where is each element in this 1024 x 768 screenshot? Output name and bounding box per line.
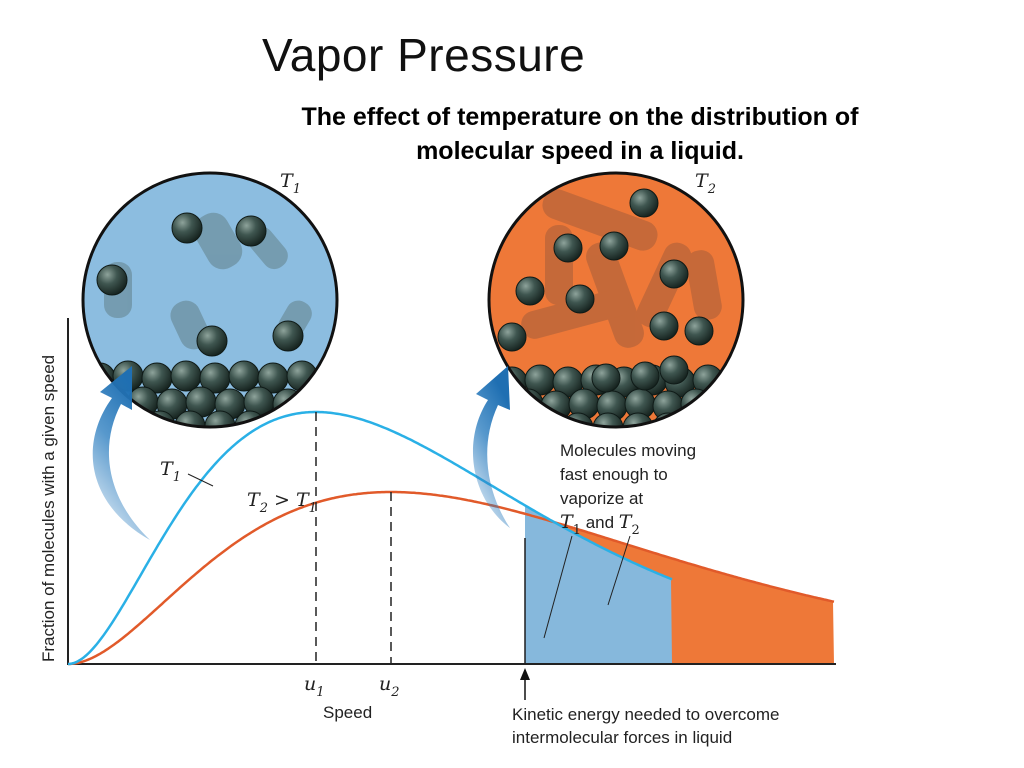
molecule xyxy=(659,355,689,385)
molecule xyxy=(532,410,564,427)
right-circle-label: T2 xyxy=(695,170,716,197)
molecule xyxy=(720,366,743,398)
fast-molecules-line1: Molecules moving xyxy=(560,441,696,460)
molecule xyxy=(171,212,203,244)
molecule xyxy=(96,264,128,296)
fast-molecules-leader-t2 xyxy=(607,535,631,606)
molecule xyxy=(553,233,583,263)
subtitle-line-2: molecular speed in a liquid. xyxy=(416,137,744,165)
t1-curve-label-leader xyxy=(187,473,214,487)
molecule xyxy=(599,231,629,261)
kinetic-energy-label-line2: intermolecular forces in liquid xyxy=(512,728,732,747)
left-circle-label: T1 xyxy=(280,170,301,197)
left-vaporization-arrow xyxy=(92,366,150,540)
molecule xyxy=(515,276,545,306)
t2-curve-label: T2 > T1 xyxy=(247,489,317,516)
molecule xyxy=(682,410,714,427)
molecule xyxy=(170,360,202,392)
molecule xyxy=(629,188,659,218)
high-temperature-molecules xyxy=(496,188,743,427)
molecule xyxy=(684,316,714,346)
molecule xyxy=(622,412,654,427)
molecule xyxy=(708,390,740,422)
fast-molecules-line3: vaporize at xyxy=(560,489,643,508)
molecule xyxy=(565,284,595,314)
u1-label: u1 xyxy=(304,673,325,700)
kinetic-energy-label-line1: Kinetic energy needed to overcome xyxy=(512,705,779,724)
x-axis-label: Speed xyxy=(323,703,372,722)
molecule xyxy=(272,320,304,352)
threshold-arrow xyxy=(520,668,530,700)
molecule xyxy=(497,322,527,352)
low-temperature-curve xyxy=(67,410,673,666)
right-vaporization-arrow xyxy=(472,366,510,528)
molecule xyxy=(680,388,712,420)
molecule xyxy=(592,412,624,427)
fast-molecules-leader-t1 xyxy=(543,535,573,639)
molecule xyxy=(114,408,146,427)
high-temperature-circle xyxy=(487,171,745,429)
molecule xyxy=(315,362,337,394)
molecule xyxy=(649,311,679,341)
molecule xyxy=(630,361,660,391)
fast-molecules-line2: fast enough to xyxy=(560,465,668,484)
page-subtitle: The effect of temperature on the distrib… xyxy=(240,100,920,168)
molecule xyxy=(591,363,621,393)
u2-label: u2 xyxy=(379,673,400,700)
molecule xyxy=(196,325,228,357)
molecule xyxy=(659,259,689,289)
t1-curve-label: T1 xyxy=(160,458,181,485)
page-title: Vapor Pressure xyxy=(262,29,586,81)
molecule xyxy=(235,215,267,247)
y-axis-label: Fraction of molecules with a given speed xyxy=(39,355,58,662)
low-temperature-fast-region xyxy=(525,505,672,664)
subtitle-line-1: The effect of temperature on the distrib… xyxy=(301,103,859,131)
high-temperature-curve xyxy=(68,490,835,666)
molecule xyxy=(228,360,260,392)
low-temperature-circle xyxy=(81,171,339,429)
fast-molecules-line4: T1 and T2 xyxy=(560,511,640,538)
